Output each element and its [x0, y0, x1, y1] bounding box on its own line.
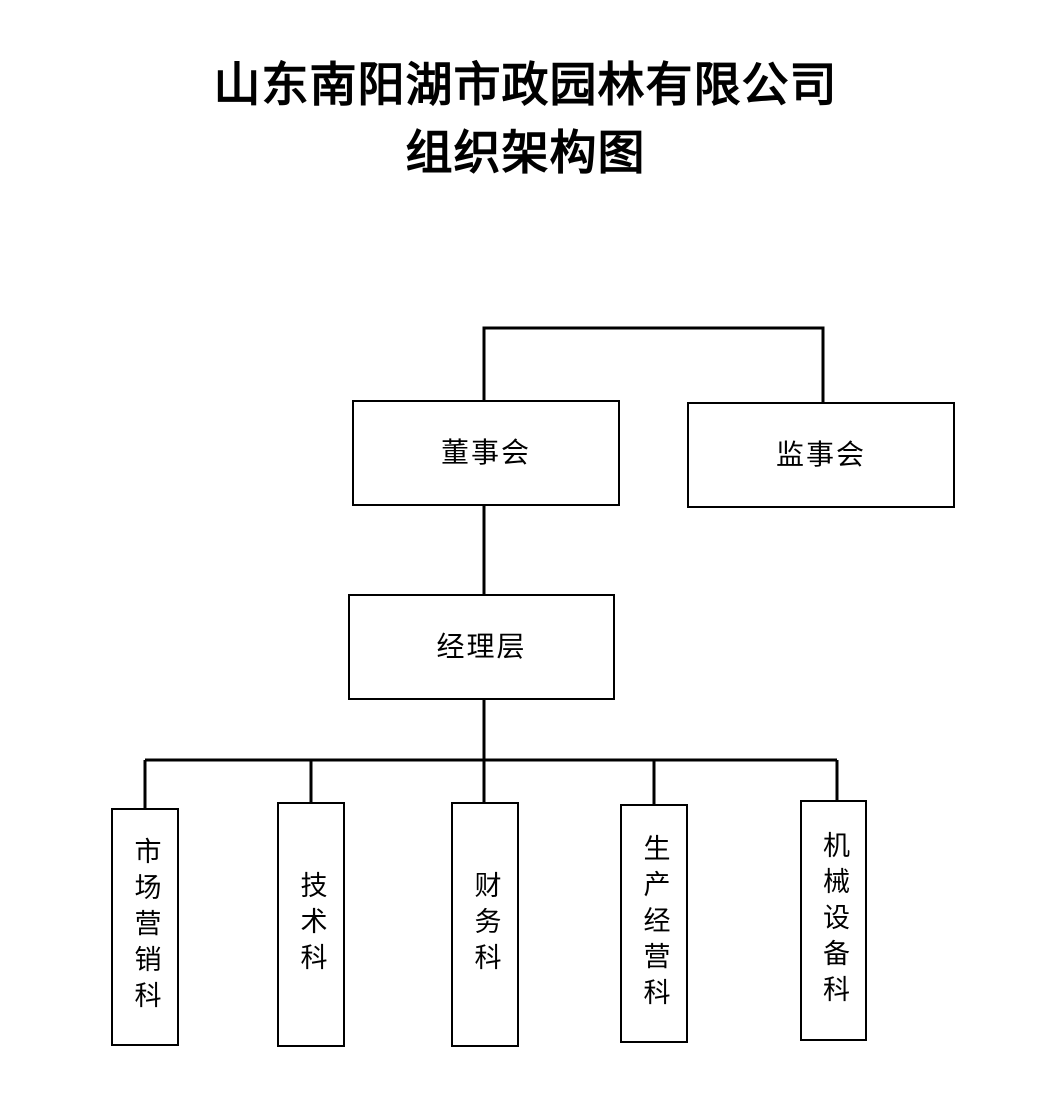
node-department-mechanical-equipment[interactable]: 机械设备科 [800, 800, 867, 1041]
node-department-technology[interactable]: 技术科 [277, 802, 345, 1047]
page-title-line-2: 组织架构图 [405, 126, 646, 181]
node-board-of-directors[interactable]: 董事会 [352, 400, 620, 506]
node-department-finance-label: 财务科 [470, 870, 501, 979]
node-department-marketing-label: 市场营销科 [130, 837, 161, 1017]
node-department-finance[interactable]: 财务科 [451, 802, 519, 1047]
node-board-of-supervisors-label: 监事会 [775, 439, 866, 471]
node-board-of-directors-label: 董事会 [440, 437, 531, 469]
node-department-production-operations-label: 生产经营科 [639, 833, 670, 1014]
page-title-line-1: 山东南阳湖市政园林有限公司 [213, 58, 838, 113]
node-department-technology-label: 技术科 [296, 870, 327, 979]
node-department-production-operations[interactable]: 生产经营科 [620, 804, 688, 1043]
node-management-layer-label: 经理层 [436, 631, 527, 663]
node-department-marketing[interactable]: 市场营销科 [111, 808, 179, 1046]
node-management-layer[interactable]: 经理层 [348, 594, 615, 700]
node-board-of-supervisors[interactable]: 监事会 [687, 402, 955, 508]
page-title: 山东南阳湖市政园林有限公司 组织架构图 [0, 52, 1051, 188]
node-department-mechanical-equipment-label: 机械设备科 [819, 830, 849, 1011]
connector-board-to-supervisor [482, 326, 825, 402]
